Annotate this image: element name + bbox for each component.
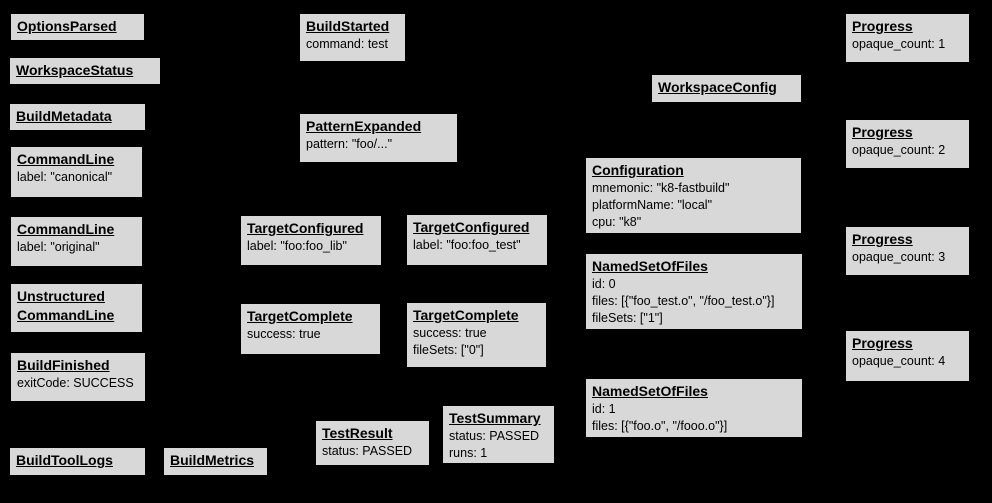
node-attr: status: PASSED [322,444,413,458]
node-title: BuildMetadata [16,108,112,124]
node-title: Progress [852,231,913,247]
node-title: TargetComplete [247,308,353,324]
node-title: TargetConfigured [247,220,364,236]
node-title: Progress [852,335,913,351]
node-attr: label: "foo:foo_lib" [247,239,347,253]
node-build-finished: BuildFinished exitCode: SUCCESS [10,352,146,402]
node-options-parsed: OptionsParsed [10,13,145,41]
node-attr: success: true [247,327,321,341]
node-attr: files: [{"foo.o", "/fooo.o"}] [592,419,728,433]
node-named-set-of-files-0: NamedSetOfFiles id: 0 files: [{"foo_test… [585,253,803,330]
node-named-set-of-files-1: NamedSetOfFiles id: 1 files: [{"foo.o", … [585,378,803,438]
node-build-tool-logs: BuildToolLogs [9,447,146,476]
node-attr: status: PASSED [449,429,540,443]
node-attr: platformName: "local" [592,198,713,212]
node-attr: runs: 1 [449,446,488,460]
node-attr: cpu: "k8" [592,215,642,229]
node-title: BuildToolLogs [16,452,113,468]
node-attr: opaque_count: 3 [852,250,946,264]
node-pattern-expanded: PatternExpanded pattern: "foo/..." [299,113,458,163]
node-title: Progress [852,18,913,34]
node-build-metadata: BuildMetadata [9,103,146,131]
node-attr: mnemonic: "k8-fastbuild" [592,181,730,195]
node-attr: opaque_count: 2 [852,143,946,157]
node-build-started: BuildStarted command: test [299,13,406,62]
node-attr: label: "foo:foo_test" [413,238,521,252]
node-attr: label: "original" [17,240,100,254]
node-attr: success: true [413,326,487,340]
node-progress-1: Progress opaque_count: 1 [845,13,970,63]
node-attr: fileSets: ["1"] [592,311,663,325]
node-attr: command: test [306,37,388,51]
node-title: NamedSetOfFiles [592,258,708,274]
node-title: WorkspaceStatus [16,62,134,78]
node-title: CommandLine [17,307,115,323]
node-title: WorkspaceConfig [658,79,777,95]
node-title: Unstructured [17,288,105,304]
node-title: OptionsParsed [17,18,117,34]
node-workspace-config: WorkspaceConfig [651,74,802,103]
node-title: CommandLine [17,221,115,237]
node-target-complete-test: TargetComplete success: true fileSets: [… [406,302,547,368]
node-test-result: TestResult status: PASSED [315,420,430,466]
node-title: TargetComplete [413,307,519,323]
node-title: PatternExpanded [306,118,422,134]
node-attr: pattern: "foo/..." [306,137,393,151]
node-command-line-original: CommandLine label: "original" [10,216,143,267]
node-unstructured-command-line: Unstructured CommandLine [10,283,143,333]
node-progress-2: Progress opaque_count: 2 [845,119,970,169]
node-target-complete-lib: TargetComplete success: true [240,303,381,355]
node-attr: id: 1 [592,402,616,416]
node-title: Configuration [592,162,684,178]
node-title: BuildFinished [17,357,110,373]
node-configuration: Configuration mnemonic: "k8-fastbuild" p… [585,157,802,234]
node-title: Progress [852,124,913,140]
node-attr: id: 0 [592,277,616,291]
node-title: NamedSetOfFiles [592,383,708,399]
node-attr: exitCode: SUCCESS [17,376,134,390]
node-build-metrics: BuildMetrics [163,447,268,476]
node-attr: files: [{"foo_test.o", "/foo_test.o"}] [592,294,775,308]
node-title: CommandLine [17,151,115,167]
node-attr: opaque_count: 1 [852,37,946,51]
node-target-configured-lib: TargetConfigured label: "foo:foo_lib" [240,215,382,266]
node-command-line-canonical: CommandLine label: "canonical" [10,146,143,198]
node-title: BuildMetrics [170,452,255,468]
node-attr: fileSets: ["0"] [413,343,484,357]
node-target-configured-test: TargetConfigured label: "foo:foo_test" [406,214,548,266]
node-workspace-status: WorkspaceStatus [9,57,161,85]
node-attr: opaque_count: 4 [852,354,946,368]
node-title: BuildStarted [306,18,390,34]
node-title: TestResult [322,425,393,441]
node-test-summary: TestSummary status: PASSED runs: 1 [442,405,555,464]
node-attr: label: "canonical" [17,170,113,184]
node-progress-3: Progress opaque_count: 3 [845,226,970,276]
node-progress-4: Progress opaque_count: 4 [845,330,970,382]
node-title: TargetConfigured [413,219,530,235]
node-title: TestSummary [449,410,541,426]
